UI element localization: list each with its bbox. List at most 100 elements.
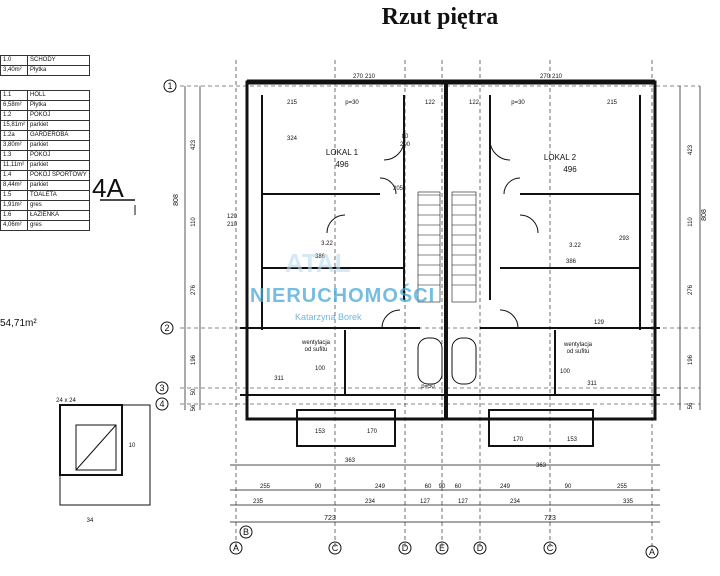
legend-desc: gres (27, 220, 90, 231)
legend-code: 1.3 (0, 150, 29, 161)
dimension-label: 122 (469, 100, 480, 106)
axis-row-3: 3 (159, 383, 164, 393)
legend-code: 8,44m² (0, 180, 29, 191)
dimension-label: 50 (191, 388, 197, 395)
dimension-label: 56 (191, 404, 197, 411)
dimension-label: 255 (617, 484, 628, 490)
dimension-label: 363 (536, 463, 547, 469)
legend-code: 1.6 (0, 210, 29, 221)
dimension-label: 234 (365, 499, 376, 505)
dimension-label: 210 (227, 222, 238, 228)
dimension-label: 276 (688, 284, 694, 295)
legend-desc: SCHODY (27, 55, 90, 66)
dimension-label: 335 (623, 499, 634, 505)
legend-desc: TOALETA (27, 190, 90, 201)
dimension-label: 110 (688, 217, 694, 227)
dimension-label: 120 (227, 214, 238, 220)
dimension-label: 210 (365, 74, 376, 80)
dimension-label: 127 (458, 499, 469, 505)
legend-desc: parkiet (27, 160, 90, 171)
axis-row-2: 2 (164, 323, 169, 333)
watermark-author: Katarzyna Borek (295, 312, 362, 322)
dimension-label: 153 (567, 437, 578, 443)
legend-code: 4,06m² (0, 220, 29, 231)
page-title: Rzut piętra (381, 4, 499, 30)
legend-desc: gres (27, 200, 90, 211)
legend-desc: parkiet (27, 120, 90, 131)
watermark-logo: ATAL (285, 248, 351, 278)
legend-desc: parkiet (27, 140, 90, 151)
legend-desc: POKÓJ (27, 110, 90, 121)
axis-col-d-right: D (477, 543, 484, 553)
dimension-label: 122 (425, 100, 436, 106)
axis-row-1: 1 (167, 81, 172, 91)
dimension-label: 56 (688, 402, 694, 409)
dimension-label: 311 (274, 376, 284, 382)
legend-desc: POKÓJ SPORTOWY (27, 170, 90, 181)
legend-desc: Płytka (27, 100, 90, 111)
dimension-label: 215 (287, 100, 298, 106)
dimension-label: 276 (191, 284, 197, 295)
dimension-label: 90 (315, 484, 322, 490)
dimension-label: 153 (315, 429, 326, 435)
dimension-label: 235 (253, 499, 264, 505)
axis-col-c-left: C (332, 543, 339, 553)
dimension-label: 196 (688, 354, 694, 365)
stairs (417, 191, 477, 303)
axis-col-c-right: C (547, 543, 554, 553)
watermark-text: NIERUCHOMOŚCI (250, 285, 436, 307)
legend-code: 1.0 (0, 55, 29, 66)
legend-code: 1.2a (0, 130, 29, 141)
legend-code: 3,80m² (0, 140, 29, 151)
dimension-label: p=50 (421, 384, 435, 390)
legend-desc: POKÓJ (27, 150, 90, 161)
legend-desc: parkiet (27, 180, 90, 191)
room-lokal1-value: 496 (335, 160, 349, 169)
axis-col-b: B (243, 527, 249, 537)
dimension-label: 293 (619, 236, 630, 242)
dimension-label: 363 (345, 458, 356, 464)
dimension-label: 324 (287, 136, 298, 142)
room-lokal1-label: LOKAL 1 (326, 148, 359, 157)
dimension-label: 270 (353, 74, 364, 80)
dimension-label: 249 (500, 484, 511, 490)
legend-desc: HOLL (27, 90, 90, 101)
dimension-label: 255 (260, 484, 271, 490)
dimension-label: 423 (688, 144, 694, 155)
legend-code: 6,58m² (0, 100, 29, 111)
axis-col-a-left: A (233, 543, 239, 553)
dimension-label: 311 (587, 381, 597, 387)
axis-col-d-left: D (402, 543, 409, 553)
legend-code: 1.5 (0, 190, 29, 201)
dimension-label: 205 (393, 186, 404, 192)
legend-code: 11,11m² (0, 160, 29, 171)
dimension-label: 90 (565, 484, 572, 490)
dimension-label: 60 (455, 484, 462, 490)
dimension-label: 100 (315, 366, 326, 372)
legend-code: 1.2 (0, 110, 29, 121)
room-lokal2-label: LOKAL 2 (544, 153, 577, 162)
dim-total-left: 723 (324, 515, 336, 522)
legend-code: 1,91m² (0, 200, 29, 211)
dimension-label: 270 (540, 74, 551, 80)
legend-desc: GARDEROBA (27, 130, 90, 141)
